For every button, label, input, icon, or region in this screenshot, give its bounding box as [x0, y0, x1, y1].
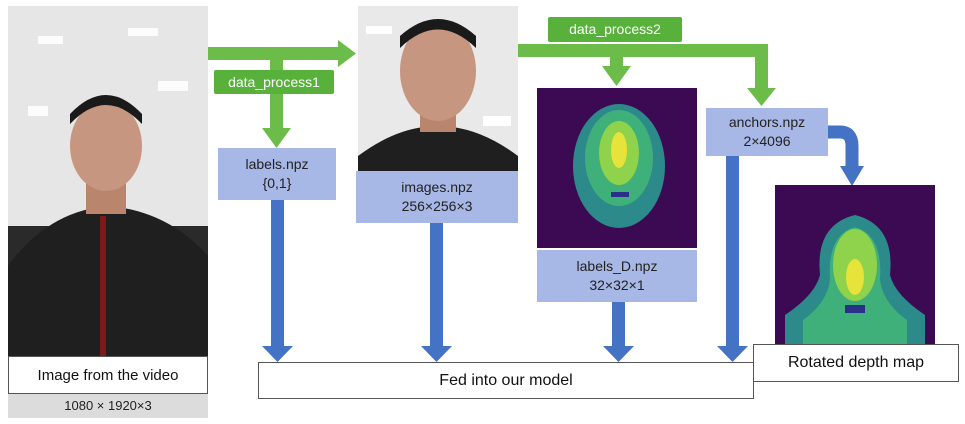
data-process1-tag: data_process1 [214, 70, 334, 94]
labels-npz-name: labels.npz [245, 156, 309, 172]
images-npz-box: images.npz 256×256×3 [356, 171, 518, 223]
anchors-npz-value: 2×4096 [743, 133, 791, 149]
depth-map-heat [537, 88, 697, 248]
images-npz-name: images.npz [401, 179, 473, 195]
images-npz-value: 256×256×3 [401, 198, 473, 214]
blue-arrows-to-model [262, 156, 748, 362]
source-dimensions: 1080 × 1920×3 [8, 394, 208, 418]
face-crop-photo [358, 6, 518, 171]
depth-map-image [537, 88, 697, 248]
labels-d-npz-value: 32×32×1 [589, 277, 645, 293]
labels-npz-box: labels.npz {0,1} [218, 148, 336, 200]
anchors-npz-box: anchors.npz 2×4096 [706, 108, 828, 156]
data-process2-tag: data_process2 [548, 17, 682, 42]
rotated-depth-caption: Rotated depth map [753, 344, 959, 382]
model-input-box: Fed into our model [258, 362, 754, 399]
rotated-depth-map-image [775, 185, 935, 345]
blue-arrow-to-rotated [828, 125, 864, 186]
labels-npz-value: {0,1} [262, 175, 292, 191]
images-frame [358, 6, 518, 171]
anchors-npz-name: anchors.npz [728, 114, 806, 130]
rotated-depth-heat [775, 185, 935, 345]
person-photo [8, 6, 208, 356]
video-frame-image [8, 6, 208, 356]
labels-d-npz-name: labels_D.npz [576, 258, 658, 274]
labels-d-npz-box: labels_D.npz 32×32×1 [537, 250, 697, 302]
green-arrow-to-images [206, 40, 356, 67]
source-caption: Image from the video [8, 356, 208, 394]
green-arrow-process2 [518, 44, 776, 106]
